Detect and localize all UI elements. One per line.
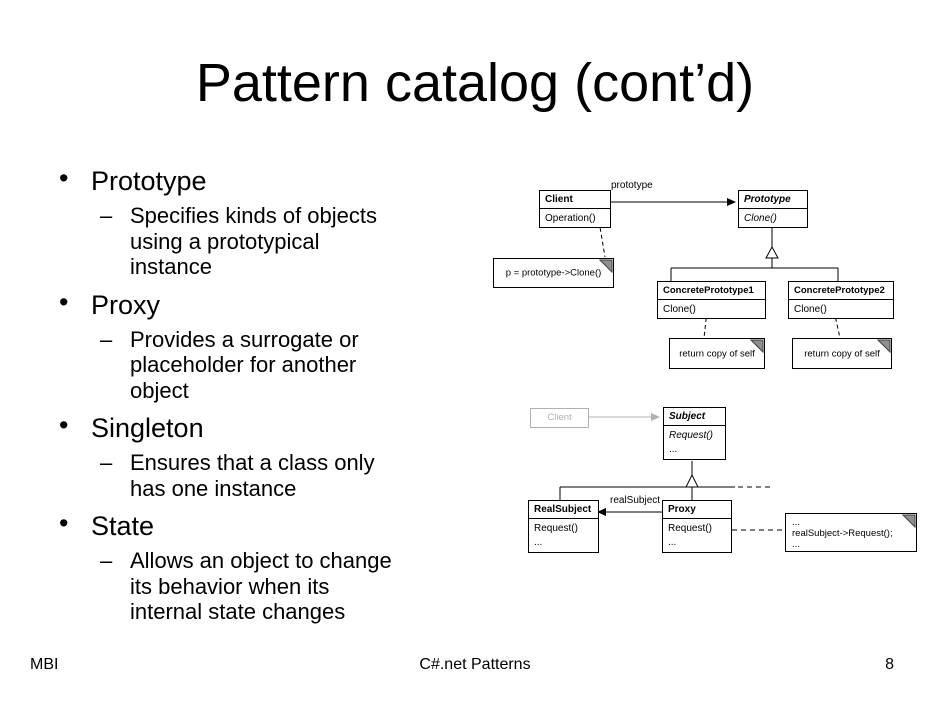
bullet-icon: • [59,508,69,538]
list-subitem-proxy: – Provides a surrogate or placeholder fo… [55,327,475,404]
bullet-list: • Prototype – Specifies kinds of objects… [55,163,475,634]
note-fold-icon [877,339,891,353]
class-method-more: ... [534,537,543,548]
list-item-label: State [91,511,155,541]
bullet-icon: • [59,163,69,193]
uml-class-client: Client Operation() [539,190,611,228]
association-label: realSubject [610,495,661,506]
subitem-line: object [130,377,189,403]
note-fold-icon [599,259,613,273]
class-title: Client [547,412,572,423]
note-link-line [833,310,841,339]
class-title: Subject [664,408,725,426]
note-text-line: ... [792,539,800,550]
class-title: RealSubject [529,501,598,519]
class-title: ConcretePrototype2 [789,282,893,300]
class-title: Prototype [739,191,807,209]
subitem-line: has one instance [130,475,297,501]
list-item-label: Singleton [91,413,204,443]
subitem-line: Allows an object to change [130,548,392,573]
uml-class-subject: Subject Request() ... [663,407,726,460]
class-method: Clone() [663,303,696,315]
subitem-line: placeholder for another [130,352,357,377]
uml-note-concreteprototype1: return copy of self [669,338,765,369]
uml-class-proxy: Proxy Request() ... [662,500,732,553]
uml-class-client-ghost: Client [530,408,589,428]
note-text-line: realSubject->Request(); [792,528,893,539]
note-link-line [598,220,606,258]
note-link-line [703,310,708,339]
note-text: return copy of self [804,348,880,360]
class-title: Proxy [663,501,731,519]
subitem-line: using a prototypical [130,228,320,254]
arrowhead-icon [597,508,606,516]
subitem-line: Specifies kinds of objects [130,203,378,228]
uml-note-concreteprototype2: return copy of self [792,338,892,369]
dash-icon: – [100,548,113,573]
class-method: Clone() [744,213,777,224]
subitem-line: internal state changes [130,599,346,624]
uml-diagram-prototype: prototype Client Operation() Prototype C… [480,180,920,390]
note-text: p = prototype->Clone() [505,267,602,279]
class-method-more: ... [668,537,677,548]
class-method: Request() [534,523,578,534]
subitem-line: Ensures that a class only [130,450,375,475]
note-text-line: ... [792,517,800,528]
subitem-line: Provides a surrogate or [130,326,359,352]
uml-class-realsubject: RealSubject Request() ... [528,500,599,553]
uml-note-client: p = prototype->Clone() [493,258,614,288]
class-method-more: ... [669,444,678,455]
footer-title: C#.net Patterns [419,656,531,673]
dash-icon: – [100,450,113,475]
arrowhead-icon [727,198,736,206]
class-title: ConcretePrototype1 [658,282,765,300]
note-text: return copy of self [679,348,755,360]
uml-note-proxy: ... realSubject->Request(); ... [785,513,917,552]
arrowhead-icon [651,413,660,421]
list-item-label: Prototype [91,166,207,196]
class-method: Request() [669,430,713,441]
list-item-label: Proxy [91,289,161,320]
inheritance-triangle-icon [685,473,699,488]
class-method: Operation() [545,213,596,224]
uml-class-concreteprototype1: ConcretePrototype1 Clone() [657,281,766,319]
list-item-proxy: • Proxy [55,286,475,321]
inheritance-triangle-icon [765,245,779,259]
dash-icon: – [100,203,113,228]
bullet-icon: • [59,286,69,317]
bullet-icon: • [59,410,69,440]
subitem-line: instance [130,254,212,279]
list-subitem-singleton: – Ensures that a class only has one inst… [55,450,475,501]
list-subitem-state: – Allows an object to change its behavio… [55,548,475,625]
subitem-line: its behavior when its [130,573,330,599]
list-item-prototype: • Prototype [55,163,475,197]
uml-class-prototype: Prototype Clone() [738,190,808,228]
slide-title: Pattern catalog (cont’d) [195,53,755,113]
list-subitem-prototype: – Specifies kinds of objects using a pro… [55,203,475,280]
uml-diagram-proxy: Client Subject Request() ... realSubject… [480,400,930,565]
class-method: Clone() [794,303,827,315]
footer-author: MBI [30,656,59,673]
uml-class-concreteprototype2: ConcretePrototype2 Clone() [788,281,894,319]
list-item-state: • State [55,508,475,542]
class-method: Request() [668,523,712,534]
dash-icon: – [100,326,113,352]
note-fold-icon [750,339,764,353]
class-title: Client [540,191,610,209]
list-item-singleton: • Singleton [55,410,475,444]
note-fold-icon [902,514,916,528]
association-label: prototype [611,180,653,191]
footer-page-number: 8 [885,656,894,673]
